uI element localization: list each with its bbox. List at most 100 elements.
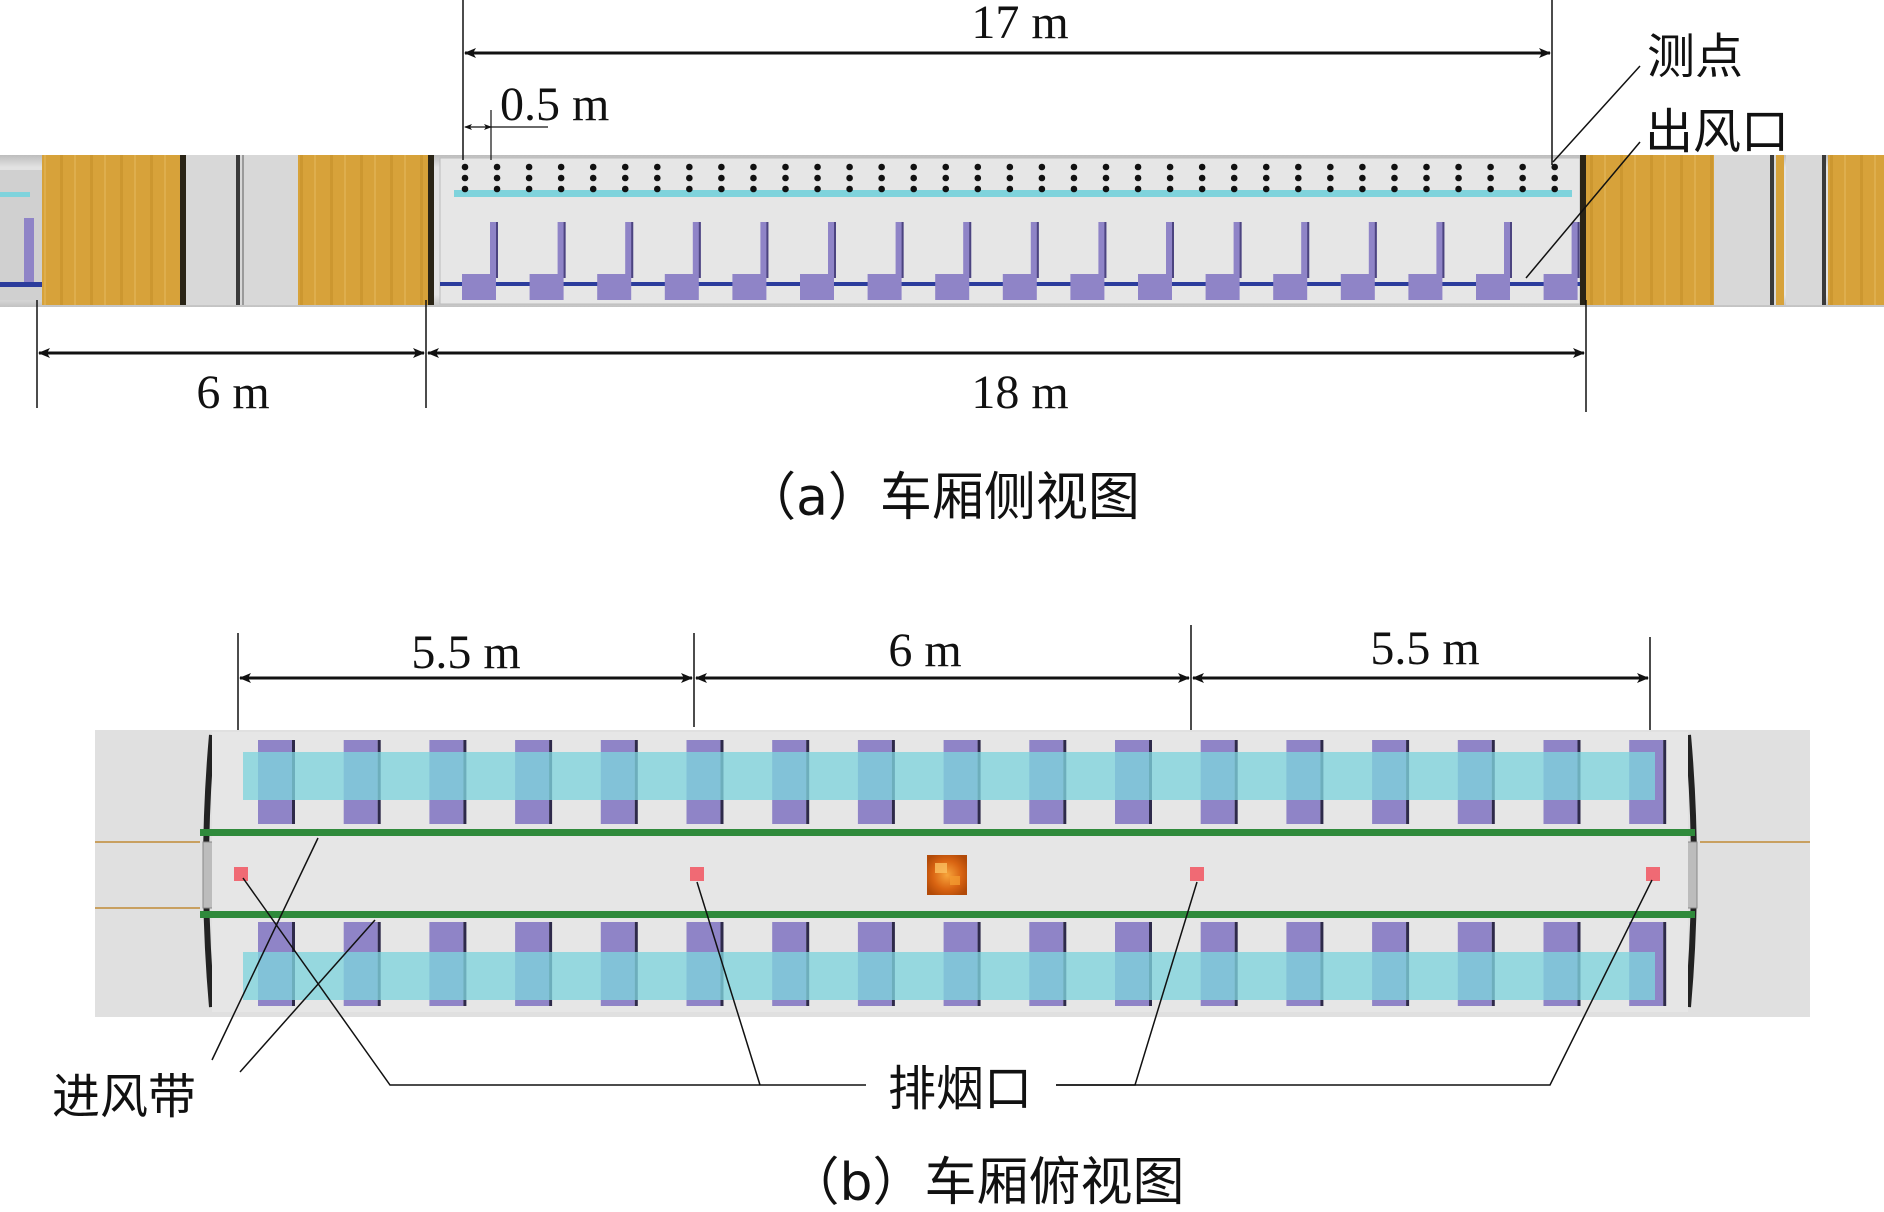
- label-air-inlet-band: 进风带: [52, 1069, 196, 1125]
- connector-gap-right: [1714, 155, 1780, 305]
- measure-point: [686, 174, 693, 182]
- measure-point: [1423, 185, 1430, 193]
- measure-point: [1006, 174, 1014, 182]
- measure-point: [1166, 185, 1174, 193]
- measure-point: [1551, 174, 1558, 182]
- measure-point: [1070, 174, 1078, 182]
- measure-point: [1327, 163, 1334, 171]
- measure-point: [1198, 185, 1206, 193]
- dim-label-55m-right: 5.5 m: [1370, 622, 1479, 675]
- measure-point: [621, 174, 629, 182]
- wood-panel-left-1: [42, 155, 186, 305]
- label-air-outlet: 出风口: [1645, 104, 1789, 160]
- side-seat: [1543, 222, 1580, 300]
- measure-point: [782, 185, 789, 193]
- measure-point: [782, 174, 789, 182]
- measure-point: [942, 163, 950, 171]
- leader-vent-4: [1050, 879, 1653, 1086]
- side-seat: [529, 222, 566, 300]
- side-seat: [462, 222, 498, 300]
- side-seat: [1070, 222, 1107, 300]
- leader-vent-1: [242, 877, 870, 1086]
- measure-point: [525, 185, 533, 193]
- measure-point: [557, 174, 565, 182]
- measure-point: [493, 163, 501, 171]
- dim-label-6m-top: 6 m: [888, 624, 961, 677]
- measure-point: [1359, 174, 1366, 182]
- caption-b: （b）车厢俯视图: [787, 1153, 1184, 1212]
- measure-point: [1391, 163, 1398, 171]
- side-seat: [1408, 222, 1445, 300]
- panel-a-side-view: 17 m 0.5 m 测点 出风口 6 m 18 m （a）车厢侧视图: [0, 0, 1884, 528]
- measure-point: [974, 163, 982, 171]
- measure-point: [814, 174, 821, 182]
- side-seat: [597, 222, 634, 300]
- measure-point: [1070, 163, 1078, 171]
- measure-point: [589, 174, 597, 182]
- measure-point: [1070, 185, 1078, 193]
- measure-point: [1519, 163, 1526, 171]
- measure-point: [846, 185, 853, 193]
- measure-point: [750, 163, 757, 171]
- measure-point: [1391, 174, 1398, 182]
- measure-point: [1230, 185, 1238, 193]
- measure-point: [1487, 163, 1494, 171]
- measure-point: [525, 174, 533, 182]
- measure-point: [654, 163, 661, 171]
- air-inlet-band-upper: [200, 829, 1695, 836]
- left-car-interior: [0, 170, 42, 300]
- measure-point: [1102, 163, 1110, 171]
- measure-point: [1038, 185, 1046, 193]
- measure-point: [1455, 174, 1462, 182]
- smoke-vent-1: [234, 867, 248, 881]
- measure-point: [878, 174, 885, 182]
- measure-point: [1198, 163, 1206, 171]
- cyan-band-upper: [243, 752, 1655, 800]
- measure-point: [718, 174, 725, 182]
- side-seat: [1273, 222, 1310, 300]
- smoke-vent-3: [1190, 867, 1204, 881]
- measure-point: [750, 174, 757, 182]
- panel-b-top-view: 5.5 m 6 m 5.5 m 进风带 排烟口 （b）车厢俯视图: [52, 622, 1810, 1212]
- side-seats: [462, 222, 1580, 300]
- measure-point: [1262, 163, 1270, 171]
- measure-point: [1423, 163, 1430, 171]
- measure-point: [1134, 163, 1142, 171]
- measure-point: [1295, 163, 1302, 171]
- measure-point: [1006, 163, 1014, 171]
- measure-point: [686, 185, 693, 193]
- measure-point: [525, 163, 533, 171]
- label-measure-point: 测点: [1647, 29, 1743, 85]
- smoke-vent-4: [1646, 867, 1660, 881]
- side-seat: [935, 222, 972, 300]
- cyan-band-lower: [243, 952, 1655, 1000]
- measure-point: [974, 174, 982, 182]
- measure-point: [1102, 185, 1110, 193]
- measure-point-grid: [461, 163, 1558, 193]
- measure-point: [846, 174, 853, 182]
- measure-point: [1455, 163, 1462, 171]
- measure-point: [878, 163, 885, 171]
- measure-point: [942, 174, 950, 182]
- measure-point: [1327, 185, 1334, 193]
- dim-label-05m: 0.5 m: [500, 78, 609, 131]
- leader-vent-2: [696, 881, 761, 1086]
- measure-point: [1166, 163, 1174, 171]
- measure-point: [1519, 174, 1526, 182]
- side-seat: [800, 222, 836, 300]
- side-seat: [867, 222, 904, 300]
- leader-inlet-lower: [239, 919, 376, 1073]
- measure-point: [589, 163, 597, 171]
- measure-point: [718, 163, 725, 171]
- measure-point: [1230, 174, 1238, 182]
- measure-point: [1551, 185, 1558, 193]
- side-seat: [664, 222, 701, 300]
- leader-air-outlet: [1525, 141, 1641, 279]
- measure-point: [1134, 174, 1142, 182]
- measure-point: [814, 185, 821, 193]
- measure-point: [1359, 185, 1366, 193]
- measure-point: [589, 185, 597, 193]
- leader-measure-point: [1552, 65, 1641, 163]
- measure-point: [846, 163, 853, 171]
- side-seat: [1002, 222, 1039, 300]
